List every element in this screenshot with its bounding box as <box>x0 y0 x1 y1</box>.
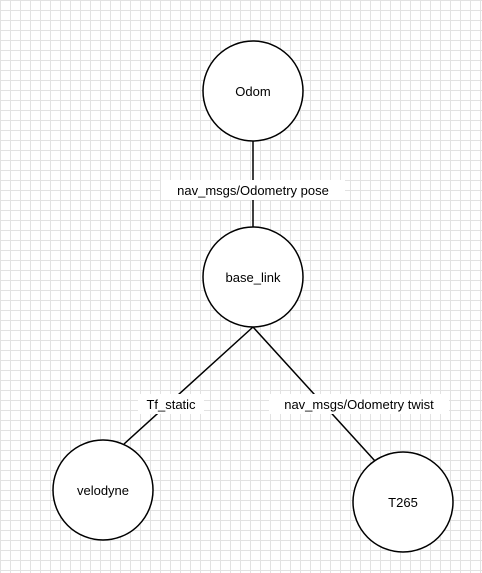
node-label-base-link: base_link <box>226 270 281 285</box>
edge-base-velodyne: Tf_static <box>123 326 254 445</box>
node-label-t265: T265 <box>388 495 418 510</box>
edge-odom-base: nav_msgs/Odometry pose <box>161 141 345 227</box>
node-velodyne[interactable]: velodyne <box>52 439 154 541</box>
node-circle-odom[interactable] <box>202 40 304 142</box>
edge-label-bg-odom-base <box>161 180 345 200</box>
edge-label-bg-base-t265 <box>269 394 449 414</box>
node-label-odom: Odom <box>235 84 270 99</box>
node-circle-t265[interactable] <box>352 451 454 553</box>
node-circle-velodyne[interactable] <box>52 439 154 541</box>
edge-label-bg-base-velodyne <box>138 394 204 414</box>
node-circle-base-link[interactable] <box>202 226 304 328</box>
node-base-link[interactable]: base_link <box>202 226 304 328</box>
node-odom[interactable]: Odom <box>202 40 304 142</box>
edge-line-base-velodyne <box>123 326 254 445</box>
node-t265[interactable]: T265 <box>352 451 454 553</box>
edge-label-odom-base: nav_msgs/Odometry pose <box>177 183 329 198</box>
edge-label-base-velodyne: Tf_static <box>146 397 196 412</box>
edge-label-base-t265: nav_msgs/Odometry twist <box>284 397 434 412</box>
edge-base-t265: nav_msgs/Odometry twist <box>252 326 449 462</box>
node-label-velodyne: velodyne <box>77 483 129 498</box>
